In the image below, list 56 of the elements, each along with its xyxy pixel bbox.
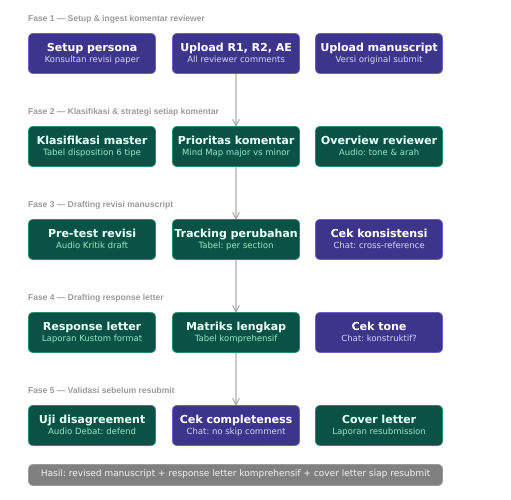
box-title: Setup persona — [46, 40, 138, 56]
box-subtitle: Mind Map major vs minor — [182, 148, 290, 160]
box-title: Prioritas komentar — [178, 134, 294, 148]
box-title: Cek tone — [352, 320, 406, 334]
box-subtitle: Tabel komprehensif — [194, 334, 278, 346]
box-title: Upload manuscript — [320, 40, 438, 56]
process-box — [172, 33, 300, 74]
box-title: Upload R1, R2, AE — [180, 40, 292, 56]
phase-heading: Fase 5 — Validasi sebelum resubmit — [28, 385, 174, 395]
process-box — [315, 219, 443, 260]
process-box — [172, 405, 300, 446]
phase-heading: Fase 2 — Klasifikasi & strategi setiap komentar — [28, 106, 219, 116]
box-title: Matriks lengkap — [186, 320, 286, 334]
arrow — [232, 353, 240, 406]
box-title: Cek konsistensi — [330, 226, 428, 242]
result-bar — [28, 464, 443, 486]
process-box — [315, 126, 443, 167]
process-box — [315, 33, 443, 74]
box-subtitle: Chat: konstruktif? — [341, 334, 417, 346]
box-title: Overview reviewer — [320, 134, 438, 148]
box-subtitle: Audio Debat: defend — [48, 427, 136, 438]
process-box — [315, 405, 443, 446]
box-title: Uji disagreement — [38, 412, 146, 428]
box-title: Cek completeness — [180, 412, 292, 428]
box-subtitle: Konsultan revisi paper — [44, 55, 140, 66]
arrow — [232, 260, 240, 313]
box-subtitle: Laporan resubmission — [332, 427, 426, 438]
box-subtitle: Tabel disposition 6 tipe — [43, 148, 141, 160]
phase-heading: Fase 4 — Drafting response letter — [28, 292, 164, 302]
box-title: Tracking perubahan — [174, 226, 298, 242]
arrow — [232, 74, 240, 127]
box-title: Pre-test revisi — [48, 226, 136, 242]
process-box — [28, 405, 156, 446]
process-box — [28, 312, 156, 353]
box-title: Cover letter — [342, 412, 416, 428]
arrow — [232, 167, 240, 220]
process-box — [28, 126, 156, 167]
process-box — [172, 126, 300, 167]
box-subtitle: Chat: cross-reference — [333, 241, 425, 252]
box-subtitle: Tabel: per section — [198, 241, 274, 252]
box-subtitle: All reviewer comments — [187, 55, 285, 66]
box-subtitle: Laporan Kustom format — [42, 334, 142, 346]
box-title: Klasifikasi master — [36, 134, 148, 148]
phase-heading: Fase 3 — Drafting revisi manuscript — [28, 199, 174, 209]
box-subtitle: Chat: no skip comment — [186, 427, 286, 438]
process-box — [315, 312, 443, 353]
box-subtitle: Versi original submit — [335, 55, 423, 66]
process-box — [28, 33, 156, 74]
box-subtitle: Audio Kritik draft — [56, 241, 128, 252]
box-title: Hasil: revised manuscript + response letter komprehensif + cover letter siap resubmit — [40, 469, 430, 481]
box-subtitle: Audio: tone & arah — [338, 148, 420, 160]
process-box — [172, 312, 300, 353]
box-title: Response letter — [42, 320, 142, 334]
process-box — [172, 219, 300, 260]
phase-heading: Fase 1 — Setup & ingest komentar reviewer — [28, 13, 205, 23]
process-box — [28, 219, 156, 260]
